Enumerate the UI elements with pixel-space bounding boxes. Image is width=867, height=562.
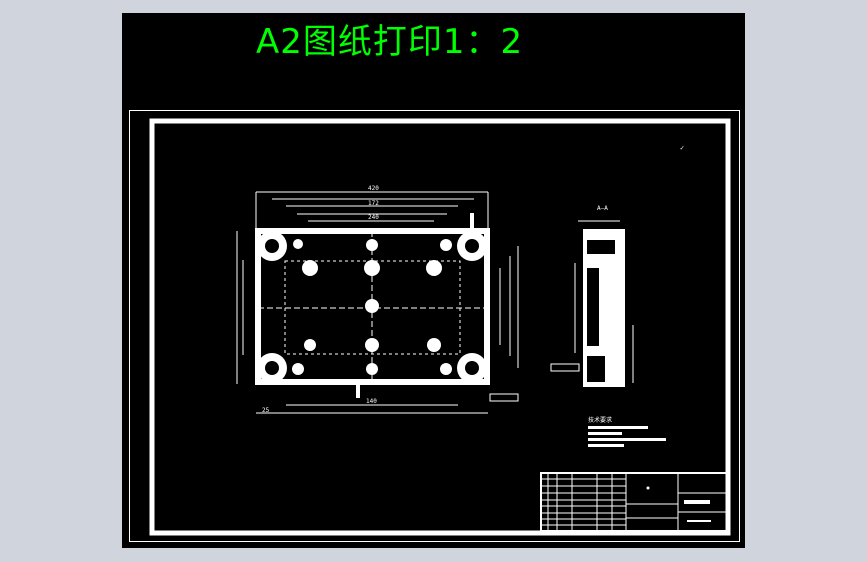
dim-inner-2: 240 bbox=[368, 214, 379, 221]
dim-inner-1: 172 bbox=[368, 200, 379, 207]
dim-left-offset: 25 bbox=[262, 407, 270, 414]
plan-view bbox=[236, 191, 519, 414]
section-label: A—A bbox=[597, 205, 608, 212]
inner-frame bbox=[149, 118, 731, 536]
title-block bbox=[540, 472, 728, 532]
dim-bottom: 140 bbox=[366, 398, 377, 405]
plate-holes bbox=[257, 213, 487, 398]
section-view bbox=[550, 220, 634, 387]
cad-drawing-canvas[interactable] bbox=[122, 13, 745, 548]
outer-frame bbox=[129, 110, 740, 542]
roughness-symbol: ✓ bbox=[680, 144, 684, 152]
notes-heading: 技术要求 bbox=[588, 416, 612, 424]
dim-top: 420 bbox=[368, 185, 379, 192]
tech-notes bbox=[588, 426, 666, 447]
drawing-title: A2图纸打印1：2 bbox=[256, 22, 524, 62]
